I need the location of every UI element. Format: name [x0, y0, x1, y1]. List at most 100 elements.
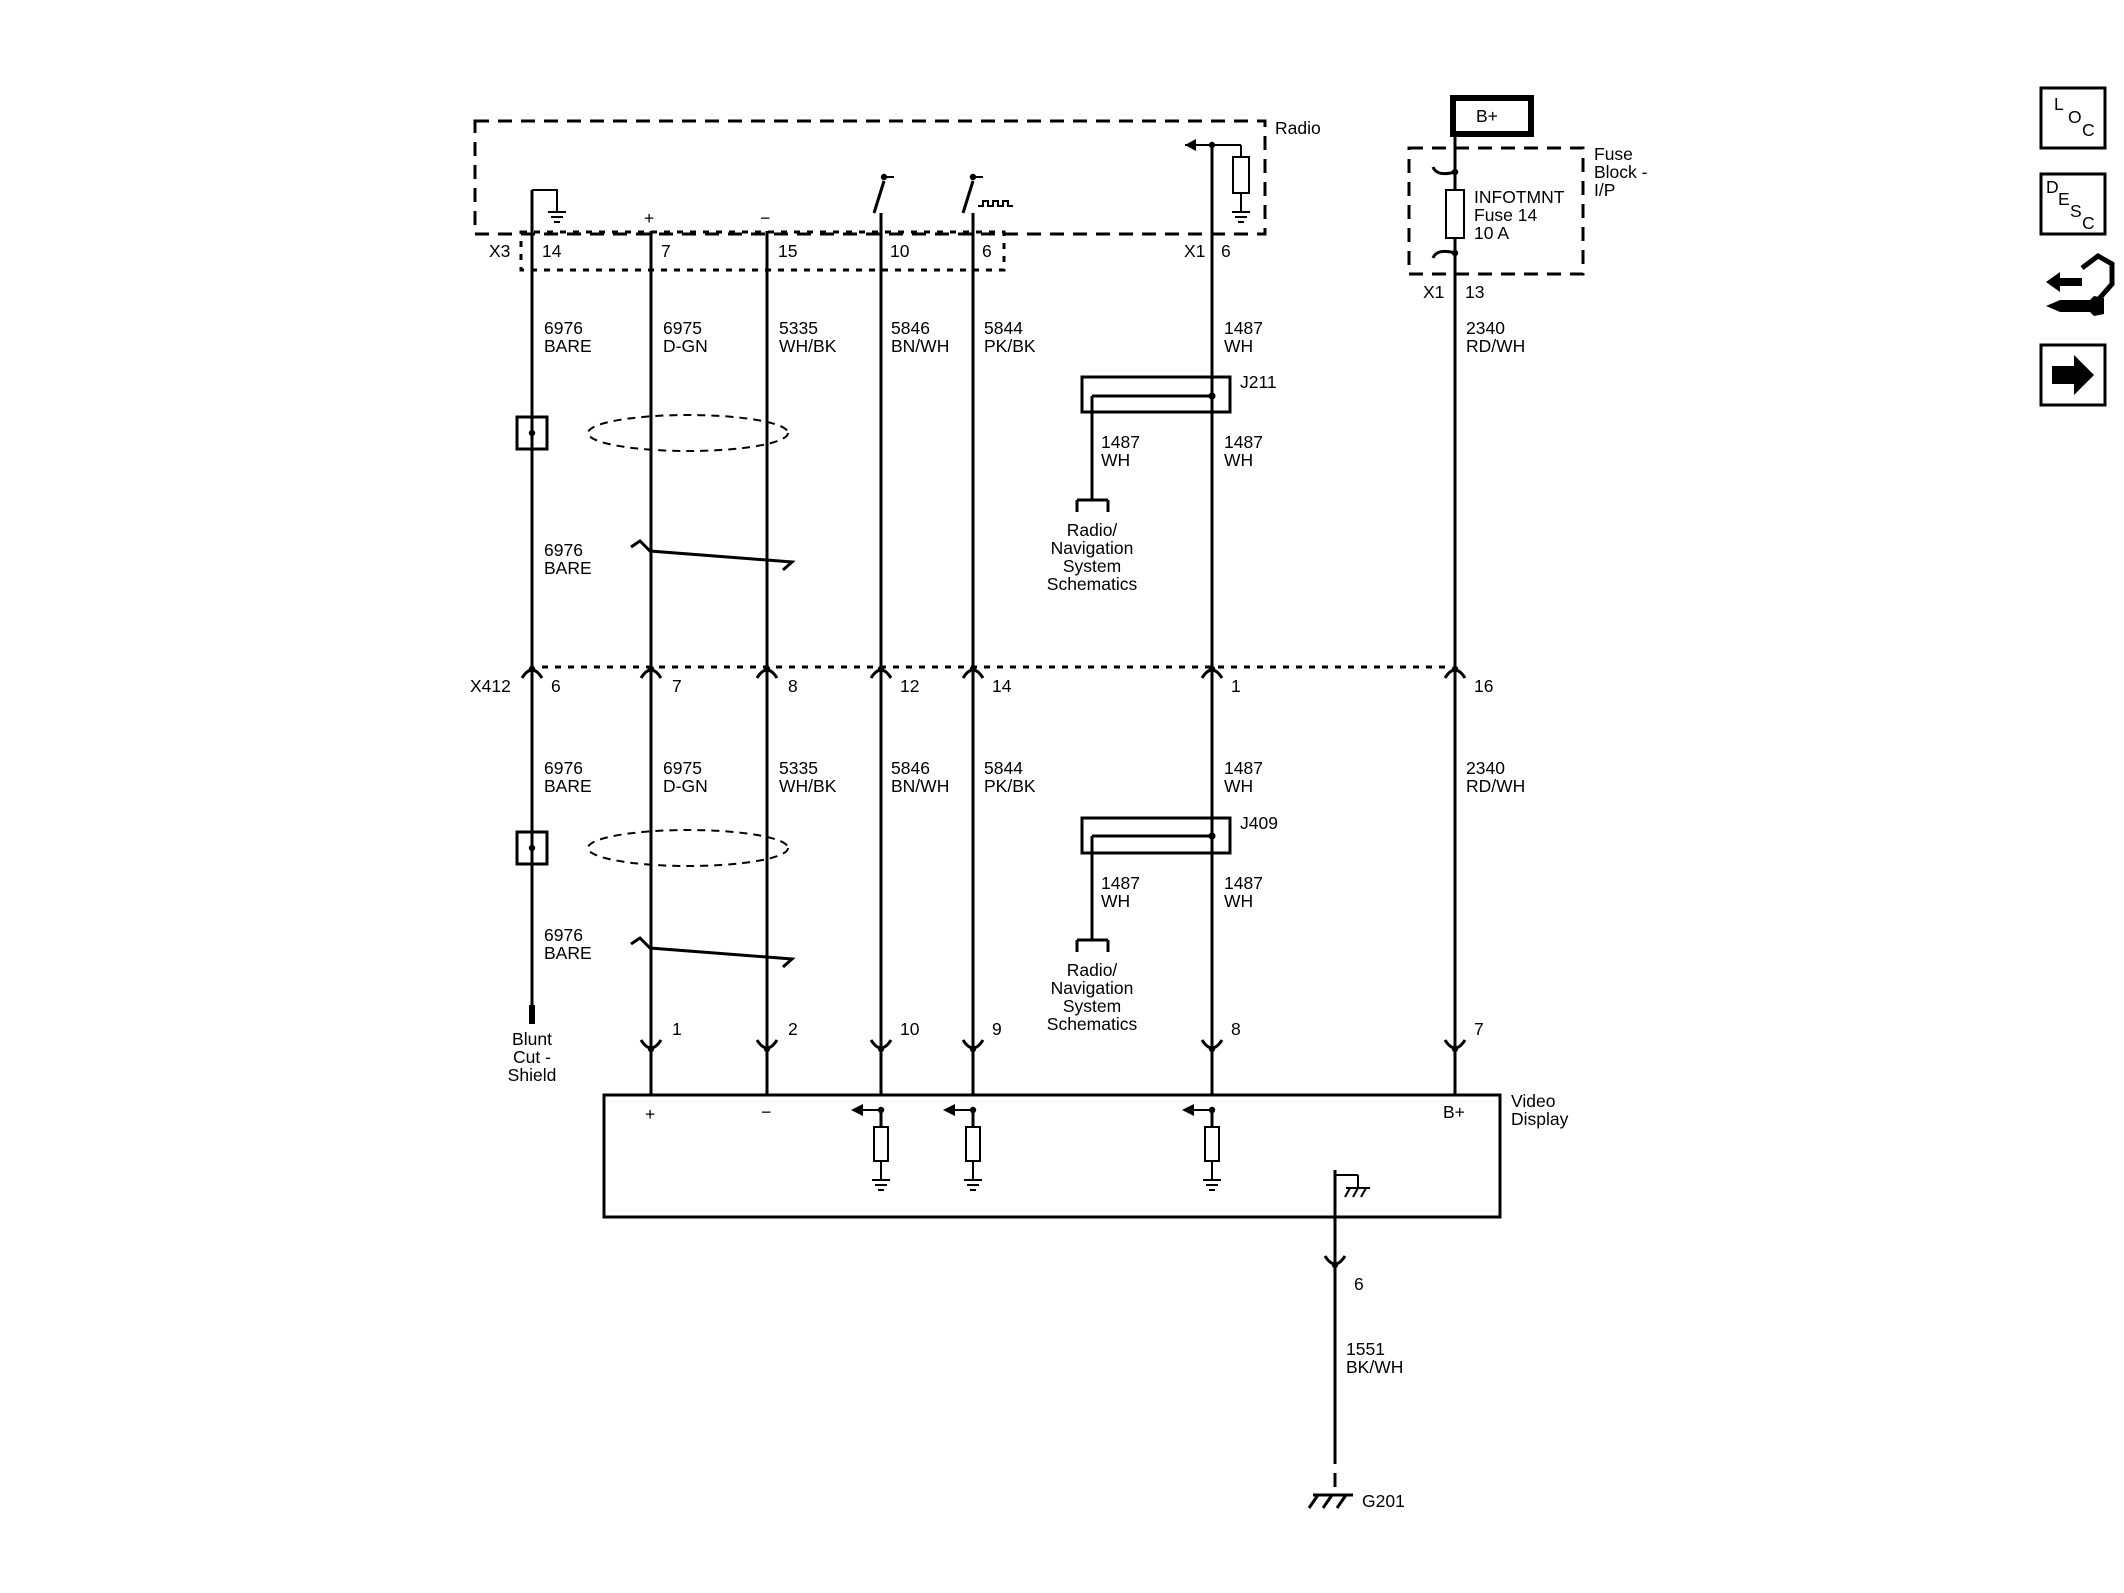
- label-wh-j211-branch: WH: [1101, 450, 1130, 470]
- label-bare-lower: BARE: [544, 776, 592, 796]
- fuse-rating: 10 A: [1474, 223, 1509, 243]
- x412-label: X412: [470, 676, 511, 696]
- svg-text:Navigation: Navigation: [1051, 538, 1134, 558]
- radio-shield-ground: [532, 189, 567, 223]
- fuse-name: INFOTMNT: [1474, 187, 1565, 207]
- x412-pin-14: 14: [992, 676, 1012, 696]
- label-6975-lower: 6975: [663, 758, 702, 778]
- label-5335-top: 5335: [779, 318, 818, 338]
- svg-text:Blunt: Blunt: [512, 1029, 552, 1049]
- svg-text:Schematics: Schematics: [1047, 574, 1138, 594]
- label-2340-lower: 2340: [1466, 758, 1505, 778]
- x412-pin-12: 12: [900, 676, 919, 696]
- label-rdwh-top: RD/WH: [1466, 336, 1525, 356]
- connector-wrench-icon[interactable]: [2046, 253, 2115, 316]
- svg-text:O: O: [2068, 107, 2082, 127]
- label-whbk-top: WH/BK: [779, 336, 837, 356]
- label-5844-top: 5844: [984, 318, 1023, 338]
- label-wh-j211-main: WH: [1224, 450, 1253, 470]
- label-5846-lower: 5846: [891, 758, 930, 778]
- label-wh-top: WH: [1224, 336, 1253, 356]
- svg-text:D: D: [2046, 177, 2059, 197]
- label-1487-j409-main: 1487: [1224, 873, 1263, 893]
- label-1487-lower: 1487: [1224, 758, 1263, 778]
- svg-text:Radio/: Radio/: [1067, 520, 1118, 540]
- label-wh-lower: WH: [1224, 776, 1253, 796]
- twisted-pair-lower: [630, 936, 796, 969]
- label-dgn-top: D-GN: [663, 336, 708, 356]
- video-minus-symbol: −: [761, 1102, 771, 1122]
- fuse-block-label-3: I/P: [1594, 180, 1615, 200]
- svg-text:L: L: [2054, 94, 2064, 114]
- radio-switch-input: [872, 173, 894, 214]
- x3-pin-15: 15: [778, 241, 797, 261]
- label-6975-top: 6975: [663, 318, 702, 338]
- video-pin-7: 7: [1474, 1019, 1484, 1039]
- x3-pin-10: 10: [890, 241, 910, 261]
- x3-pin-7: 7: [661, 241, 671, 261]
- x1-fuse-label: X1: [1423, 282, 1444, 302]
- j409-label: J409: [1240, 813, 1278, 833]
- label-bare-twist-lower: BARE: [544, 943, 592, 963]
- radio-label: Radio: [1275, 118, 1321, 138]
- fuse-block-label-1: Fuse: [1594, 144, 1633, 164]
- radio-box: [473, 119, 1267, 236]
- next-arrow-button[interactable]: [2039, 343, 2107, 407]
- j211-label: J211: [1240, 372, 1277, 392]
- label-pkbk-lower: PK/BK: [984, 776, 1036, 796]
- radio-minus-symbol: −: [760, 208, 770, 228]
- video-input-circuit-pin9: [943, 1104, 983, 1191]
- x412-pin-8: 8: [788, 676, 798, 696]
- ground-g201-symbol: [1307, 1493, 1353, 1509]
- x1-fuse-pin-13: 13: [1465, 282, 1484, 302]
- label-whbk-lower: WH/BK: [779, 776, 837, 796]
- svg-text:System: System: [1063, 556, 1121, 576]
- radio-nav-ref-bottom: Radio/ Navigation System Schematics: [1047, 960, 1138, 1034]
- infotmnt-fuse-symbol: [1431, 166, 1465, 259]
- loc-button[interactable]: L O C: [2039, 86, 2107, 150]
- x412-pin-1: 1: [1231, 676, 1241, 696]
- label-bare-top: BARE: [544, 336, 592, 356]
- video-display-label-2: Display: [1511, 1109, 1569, 1129]
- x3-pin-14: 14: [542, 241, 562, 261]
- video-chassis-ground: [1335, 1174, 1370, 1198]
- desc-button[interactable]: D E S C: [2039, 172, 2107, 236]
- label-5844-lower: 5844: [984, 758, 1023, 778]
- label-pkbk-top: PK/BK: [984, 336, 1036, 356]
- svg-text:Cut -: Cut -: [513, 1047, 551, 1067]
- video-display-box: [602, 1093, 1502, 1219]
- label-6976-twist-lower: 6976: [544, 925, 583, 945]
- x412-pin-6: 6: [551, 676, 561, 696]
- video-input-circuit-pin8: [1182, 1104, 1222, 1191]
- label-bkwh: BK/WH: [1346, 1357, 1403, 1377]
- video-input-circuit-pin10: [851, 1104, 891, 1191]
- svg-text:S: S: [2070, 201, 2082, 221]
- video-plus-symbol: +: [645, 1104, 655, 1124]
- video-pin-10: 10: [900, 1019, 920, 1039]
- radio-plus-symbol: +: [644, 208, 654, 228]
- label-1487-j211-branch: 1487: [1101, 432, 1140, 452]
- svg-text:Radio/: Radio/: [1067, 960, 1118, 980]
- label-wh-j409-main: WH: [1224, 891, 1253, 911]
- fuse-block-label-2: Block -: [1594, 162, 1648, 182]
- radio-x1-input-circuit: [1185, 139, 1251, 223]
- right-arrow-icon: [2052, 355, 2094, 395]
- label-1487-j409-branch: 1487: [1101, 873, 1140, 893]
- video-display-label-1: Video: [1511, 1091, 1555, 1111]
- ground-g201-label: G201: [1362, 1491, 1405, 1511]
- b-plus-box: [1450, 95, 1534, 137]
- svg-text:C: C: [2082, 120, 2095, 140]
- label-1551: 1551: [1346, 1339, 1385, 1359]
- label-wh-j409-branch: WH: [1101, 891, 1130, 911]
- video-pin-9: 9: [992, 1019, 1002, 1039]
- video-pin-1: 1: [672, 1019, 682, 1039]
- label-dgn-lower: D-GN: [663, 776, 708, 796]
- x3-label: X3: [489, 241, 510, 261]
- x1-radio-pin-6: 6: [1221, 241, 1231, 261]
- video-pin-8: 8: [1231, 1019, 1241, 1039]
- b-plus-label: B+: [1476, 106, 1498, 126]
- splice-j211: [1075, 375, 1232, 512]
- label-1487-j211-main: 1487: [1224, 432, 1263, 452]
- label-5846-top: 5846: [891, 318, 930, 338]
